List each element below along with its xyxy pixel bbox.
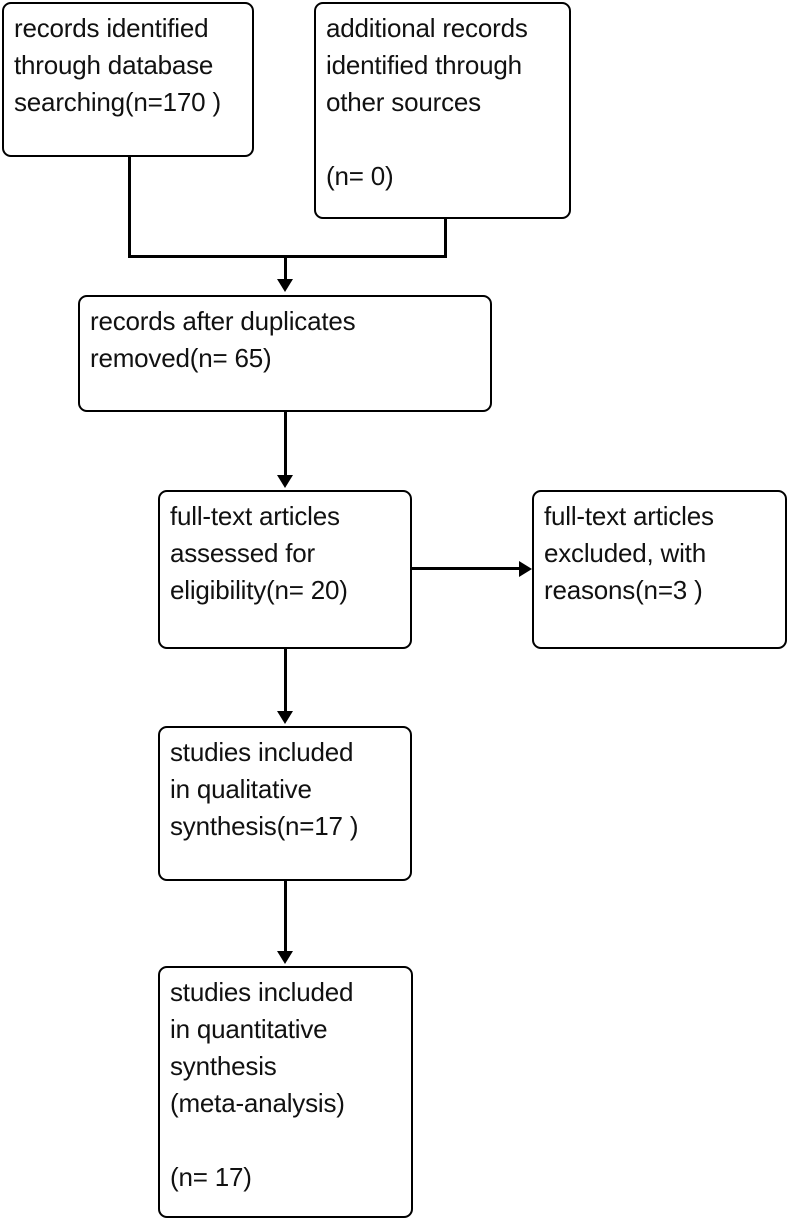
node-records-after-duplicates-removed-label: records after duplicates removed(n= 65)	[90, 306, 356, 373]
arrowhead-to-box5	[519, 561, 532, 577]
node-studies-qualitative-synthesis-label: studies included in qualitative synthesi…	[170, 737, 359, 841]
connector-box2-down	[444, 218, 447, 257]
node-studies-quantitative-synthesis[interactable]: studies included in quantitative synthes…	[158, 966, 413, 1218]
connector-merge-to-box3	[284, 255, 287, 281]
connector-box4-to-box5	[412, 567, 522, 570]
arrowhead-to-box7	[277, 951, 293, 964]
node-studies-qualitative-synthesis[interactable]: studies included in qualitative synthesi…	[158, 726, 412, 881]
arrowhead-to-box4	[277, 475, 293, 488]
node-studies-quantitative-synthesis-label: studies included in quantitative synthes…	[170, 977, 354, 1192]
node-records-after-duplicates-removed[interactable]: records after duplicates removed(n= 65)	[78, 295, 492, 412]
node-full-text-excluded-with-reasons[interactable]: full-text articles excluded, with reason…	[532, 490, 787, 649]
node-records-identified-database-label: records identified through database sear…	[14, 13, 221, 117]
node-additional-records-other-sources[interactable]: additional records identified through ot…	[314, 2, 571, 219]
connector-box4-to-box6	[284, 649, 287, 713]
node-additional-records-other-sources-label: additional records identified through ot…	[326, 13, 528, 191]
node-full-text-excluded-with-reasons-label: full-text articles excluded, with reason…	[544, 501, 714, 605]
node-full-text-assessed-eligibility[interactable]: full-text articles assessed for eligibil…	[158, 490, 412, 649]
connector-merge-horizontal	[128, 255, 447, 258]
connector-box6-to-box7	[284, 881, 287, 953]
node-records-identified-database[interactable]: records identified through database sear…	[2, 2, 254, 157]
connector-box3-to-box4	[284, 412, 287, 477]
connector-box1-down	[128, 156, 131, 257]
arrowhead-to-box6	[277, 711, 293, 724]
arrowhead-to-box3	[277, 279, 293, 292]
node-full-text-assessed-eligibility-label: full-text articles assessed for eligibil…	[170, 501, 348, 605]
